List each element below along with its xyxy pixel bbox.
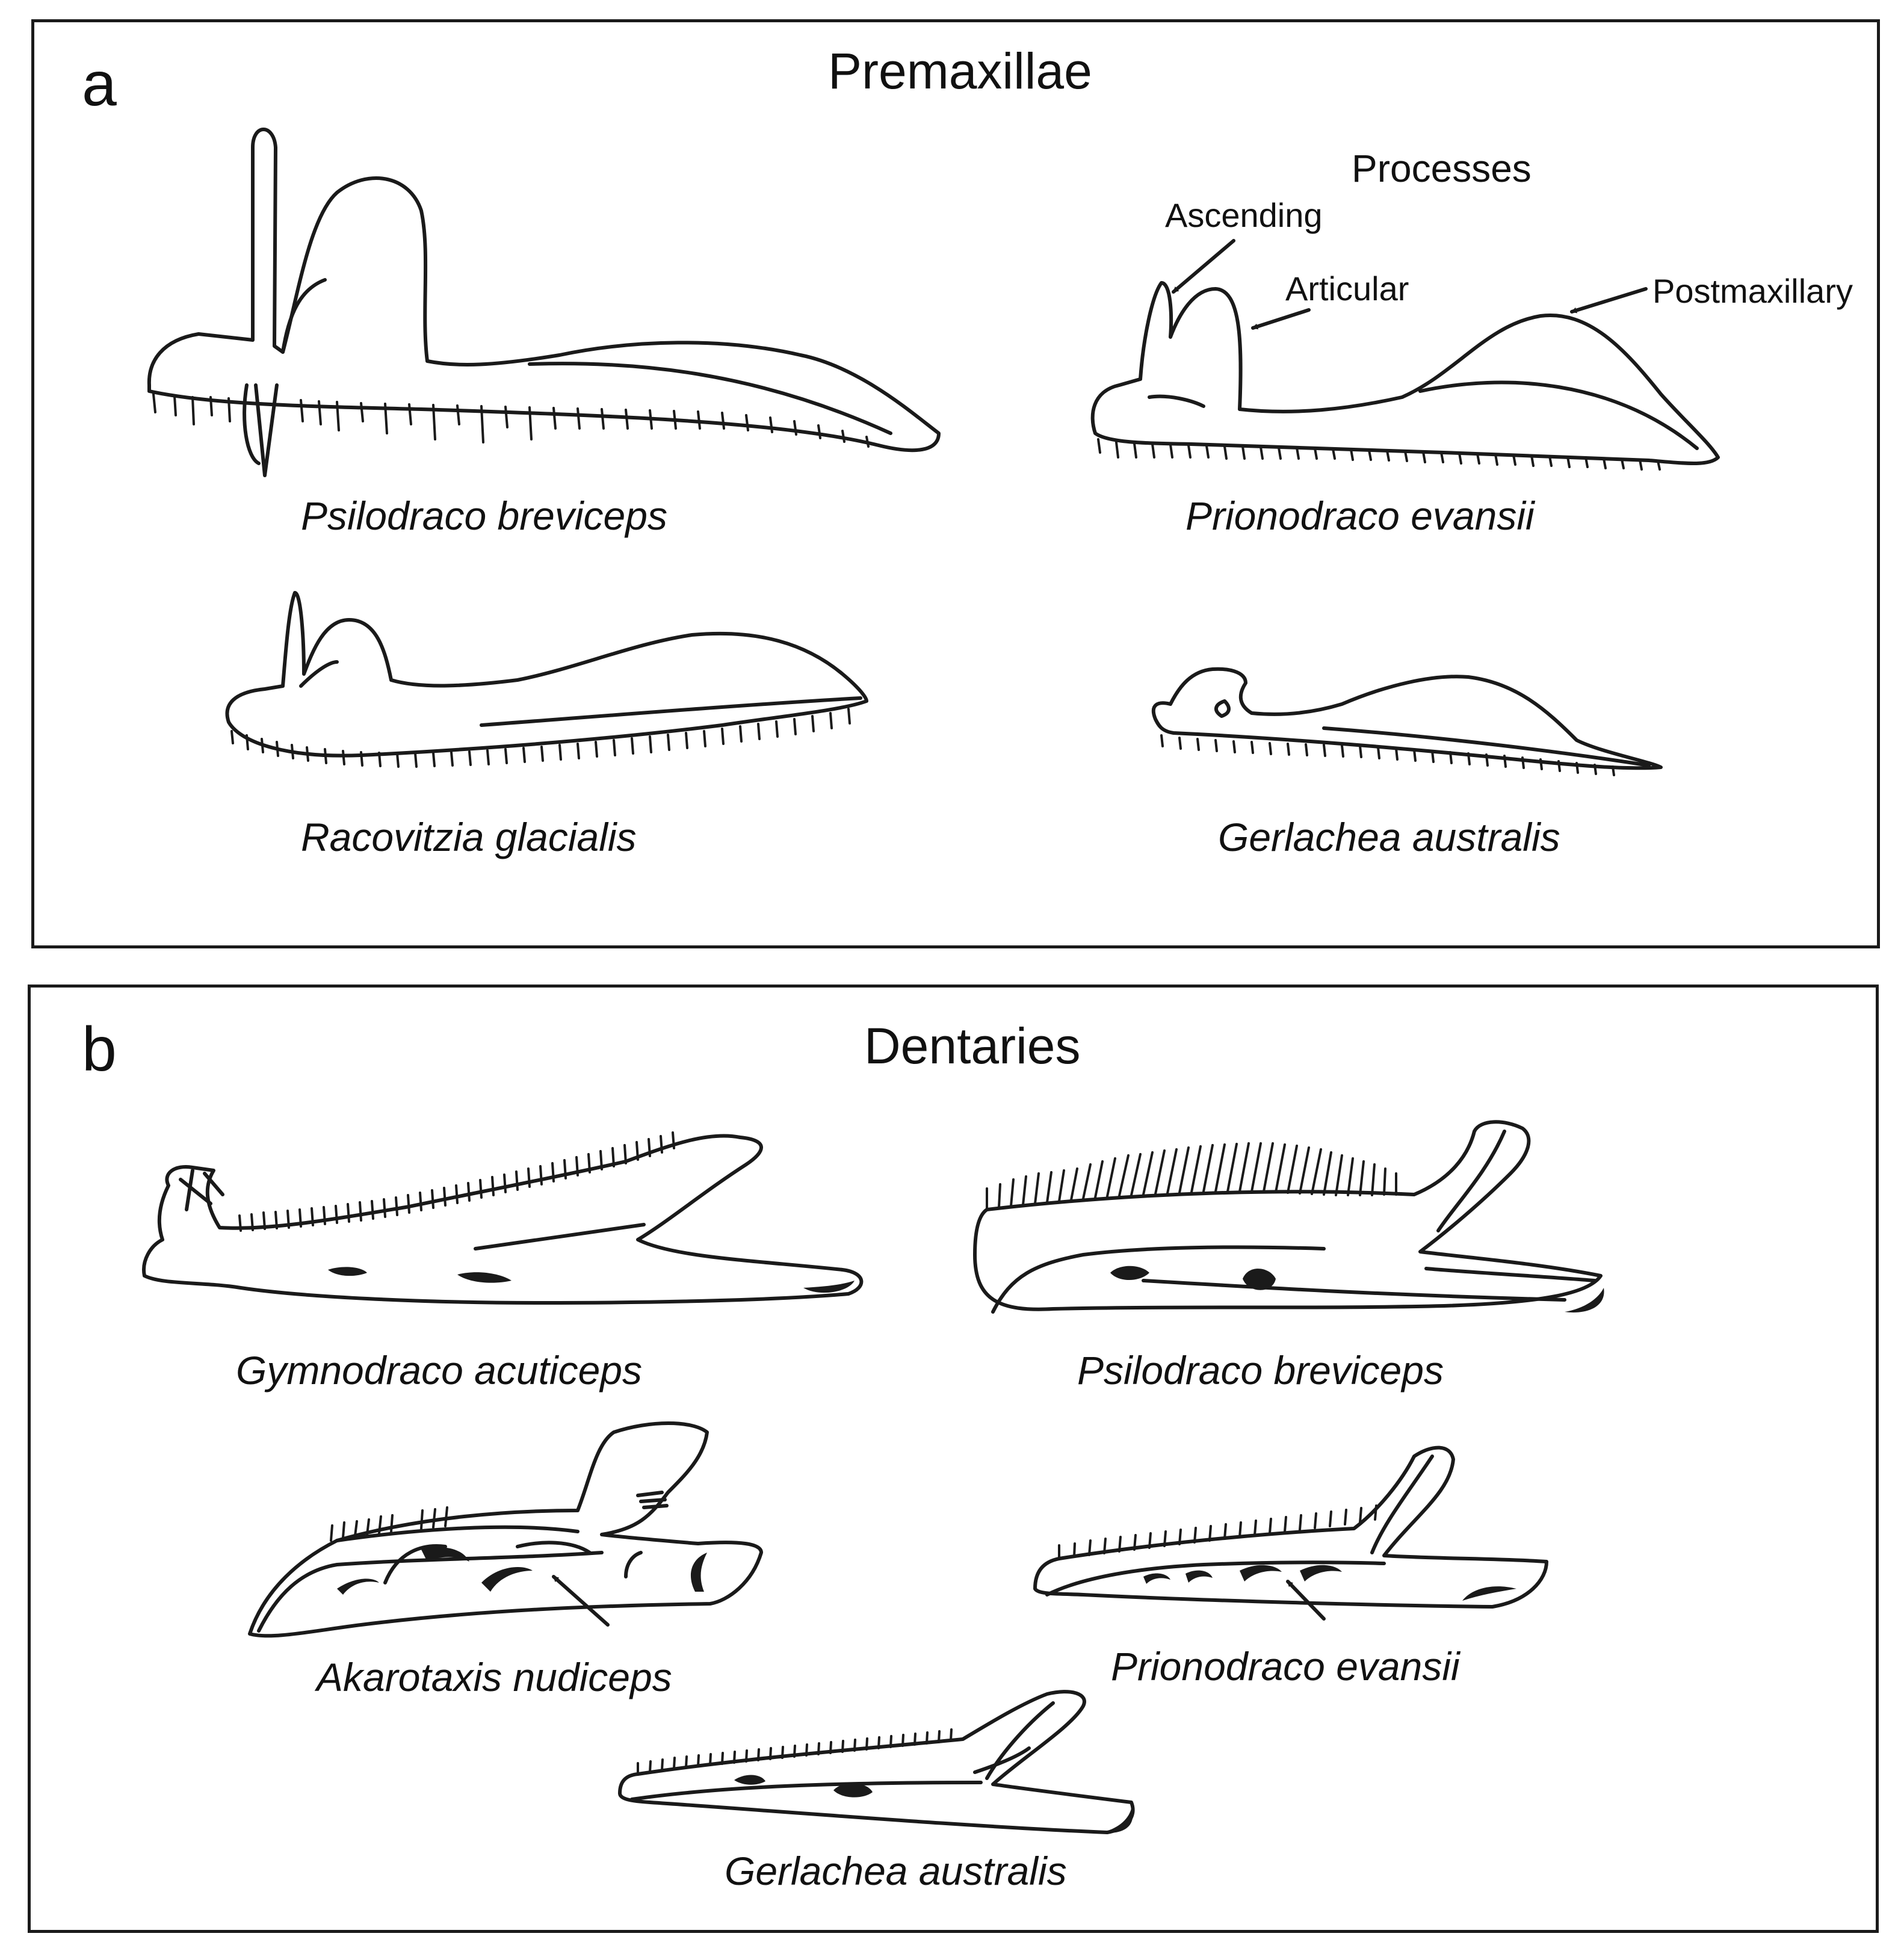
postmaxillary-process-label: Postmaxillary [1652, 272, 1853, 310]
species-label: Gerlachea australis [725, 1849, 1067, 1893]
dentary-akarotaxis-nudiceps [248, 1421, 763, 1638]
panel-a-premaxillae [31, 19, 1880, 948]
species-label: Akarotaxis nudiceps [317, 1655, 672, 1699]
species-label: Psilodraco breviceps [1077, 1348, 1444, 1393]
dentary-gymnodraco-acuticeps [142, 1131, 864, 1305]
panel-a-letter: a [82, 49, 117, 119]
species-label: Prionodraco evansii [1111, 1644, 1460, 1689]
dentary-prionodraco-evansii [1033, 1445, 1548, 1621]
ascending-process-label: Ascending [1165, 196, 1323, 234]
species-label: Gymnodraco acuticeps [236, 1348, 642, 1393]
species-label: Racovitzia glacialis [301, 815, 637, 859]
species-label: Gerlachea australis [1218, 815, 1560, 859]
premaxilla-psilodraco-breviceps [147, 128, 941, 477]
species-label: Prionodraco evansii [1185, 493, 1535, 538]
premaxilla-racovitzia-glacialis [225, 591, 868, 768]
species-label: Psilodraco breviceps [301, 493, 667, 538]
panel-b-dentaries [28, 985, 1879, 1933]
dentary-gerlachea-australis [618, 1690, 1135, 1834]
panel-b-title: Dentaries [864, 1018, 1081, 1074]
processes-heading: Processes [1352, 147, 1532, 190]
dentary-psilodraco-breviceps [973, 1120, 1604, 1314]
articular-process-label: Articular [1285, 270, 1409, 308]
panel-b-letter: b [82, 1015, 117, 1084]
premaxilla-prionodraco-evansii [1090, 239, 1720, 471]
panel-a-title: Premaxillae [828, 43, 1092, 99]
premaxilla-gerlachea-australis [1151, 667, 1663, 776]
